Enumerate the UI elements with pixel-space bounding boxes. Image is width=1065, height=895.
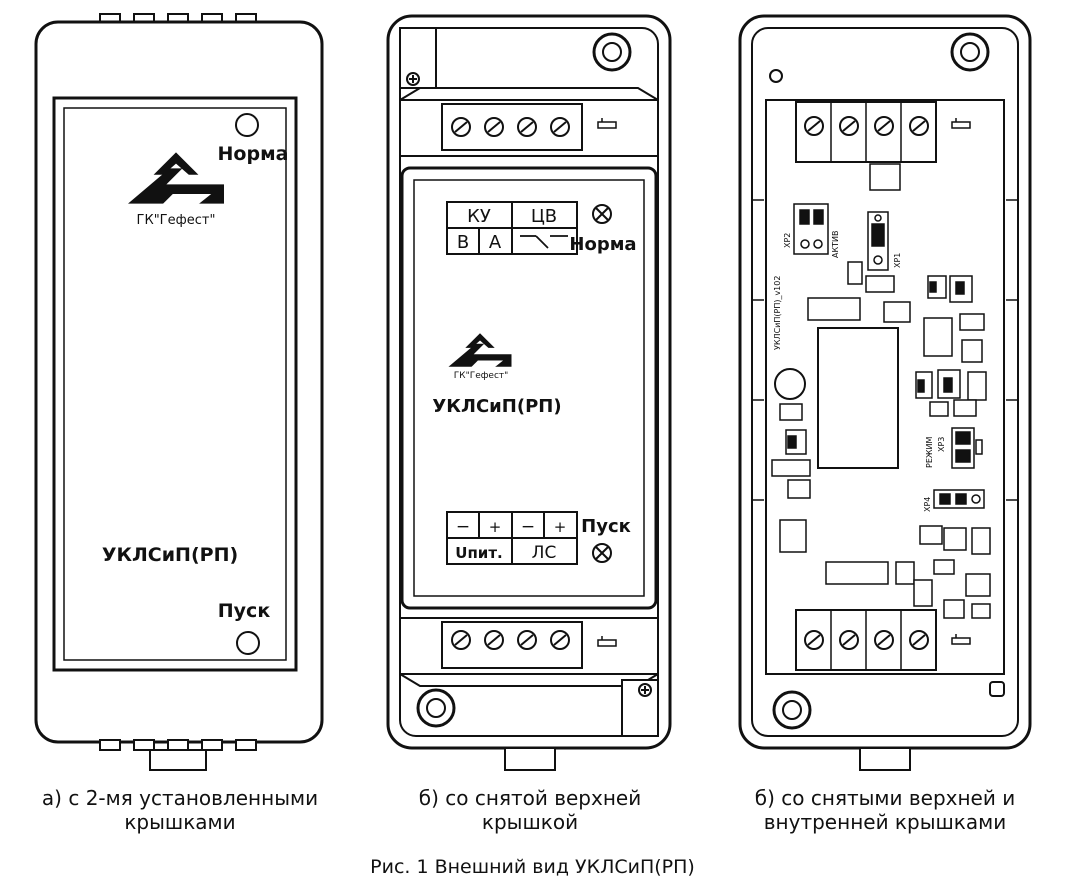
relay-contact-symbol (520, 235, 568, 249)
mount-screw-b-top (406, 72, 420, 86)
top-latch-a (99, 13, 257, 25)
caption-view-a: а) с 2-мя установленными крышками (20, 786, 340, 834)
norma-led (235, 113, 259, 137)
model-label-a: УКЛСиП(РП) (102, 544, 238, 566)
inner-cover-b (400, 166, 658, 610)
logo-text-b: ГК"Гефест" (454, 371, 509, 381)
jumper-xp4 (933, 489, 985, 509)
jumper-xp3 (951, 427, 983, 469)
caption-a-line2: крышками (124, 810, 236, 834)
bottom-latch-a (99, 739, 257, 771)
norma-label-b: Норма (569, 234, 636, 255)
label-table-top (446, 201, 578, 255)
view-c: XP2 АКТИВ XP1 УКЛСиП(РП)_v102 (738, 14, 1032, 771)
pusk-label-a: Пуск (218, 600, 271, 622)
view-b: КУ ЦВ В А Норма ГК"Гефест" УКЛСиП(РП) − … (386, 14, 672, 771)
ku-label: КУ (467, 206, 491, 227)
label-table-bottom (446, 511, 578, 565)
pcb-version-label: УКЛСиП(РП)_v102 (773, 276, 782, 350)
caption-view-c: б) со снятыми верхней и внутренней крышк… (720, 786, 1050, 834)
pusk-label-b: Пуск (581, 516, 631, 537)
xp1-label: XP1 (893, 253, 902, 268)
caption-c-line2: внутренней крышками (763, 810, 1007, 834)
xp2-label: XP2 (783, 233, 792, 248)
upit-label: Uпит. (455, 544, 502, 562)
ls-label: ЛС (532, 543, 557, 563)
view-a: Норма ГК"Гефест" УКЛСиП(РП) Пуск (34, 13, 324, 771)
figure-caption: Рис. 1 Внешний вид УКЛСиП(РП) (370, 856, 695, 878)
plus-label-2: + (554, 518, 567, 536)
minus-label-2: − (521, 517, 535, 537)
buzzer (774, 368, 806, 400)
jumper-xp2 (793, 203, 829, 255)
pusk-lamp-symbol-b (592, 543, 612, 563)
caption-a-line1: а) с 2-мя установленными (41, 786, 319, 810)
xp4-label: XP4 (923, 497, 932, 512)
norma-label-a: Норма (218, 143, 289, 165)
caption-b-line1: б) со снятой верхней (418, 786, 642, 810)
cover-panel-a (52, 96, 298, 672)
din-latch-b (504, 747, 556, 771)
jumper-xp1 (867, 211, 889, 271)
cv-label: ЦВ (531, 206, 557, 227)
mount-screw-b-bottom (638, 683, 652, 697)
logo-text-a: ГК"Гефест" (137, 213, 216, 228)
xp3-label: XP3 (937, 437, 946, 452)
caption-c-line1: б) со снятыми верхней и (754, 786, 1016, 810)
a-label: А (489, 232, 502, 253)
plus-label-1: + (489, 518, 502, 536)
caption-b-line2: крышкой (481, 810, 579, 834)
center-module (817, 327, 899, 469)
norma-lamp-symbol-b (592, 204, 612, 224)
pusk-led (236, 631, 260, 655)
b-label: В (457, 232, 469, 253)
minus-label-1: − (456, 517, 470, 537)
model-label-b: УКЛСиП(РП) (432, 396, 561, 417)
rezhim-label: РЕЖИМ (925, 437, 934, 468)
din-latch-c (859, 747, 911, 771)
connector-symbol-b-bottom (597, 636, 617, 647)
aktiv-label: АКТИВ (831, 230, 840, 258)
caption-view-b: б) со снятой верхней крышкой (370, 786, 690, 834)
connector-symbol-b-top (597, 118, 617, 129)
